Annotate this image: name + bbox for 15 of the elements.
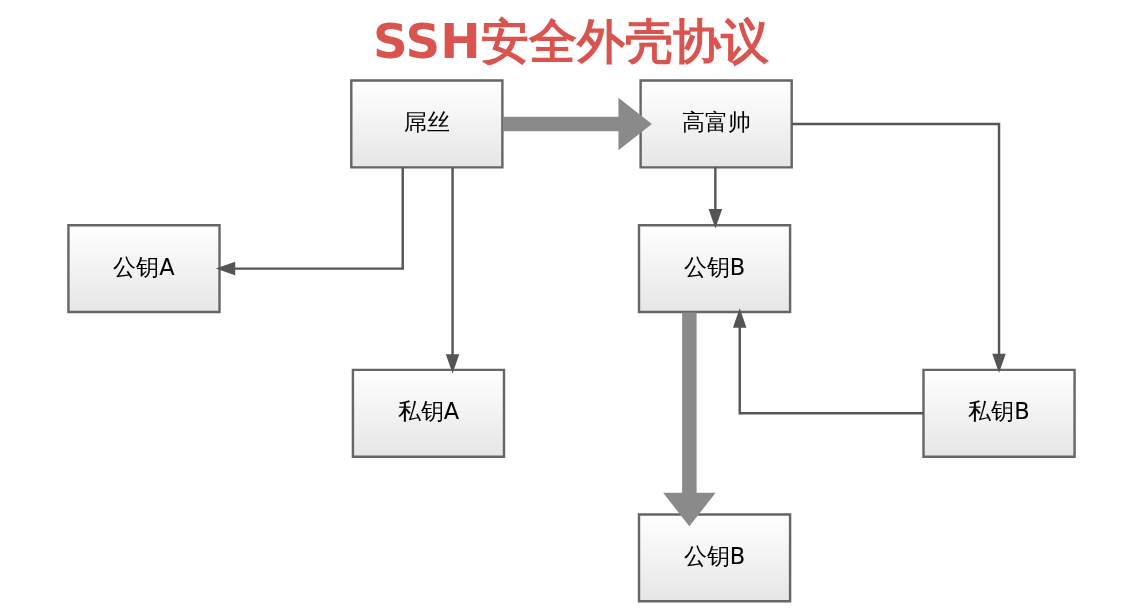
node-box: 私钥A xyxy=(351,368,505,458)
arrow xyxy=(215,167,404,276)
arrow xyxy=(502,97,652,151)
node-box: 私钥B xyxy=(921,368,1076,458)
diagram-title: SSH安全外壳协议 xyxy=(372,13,769,70)
arrow xyxy=(708,167,722,229)
node-box: 屌丝 xyxy=(349,79,504,169)
arrow xyxy=(791,122,1006,373)
node-box: 公钥B xyxy=(637,224,791,314)
node-box: 公钥B xyxy=(637,513,791,603)
node-box: 公钥A xyxy=(66,224,221,314)
arrow xyxy=(445,167,459,374)
arrow xyxy=(732,308,923,415)
arrow xyxy=(662,312,716,527)
node-box: 高富帅 xyxy=(638,79,793,169)
